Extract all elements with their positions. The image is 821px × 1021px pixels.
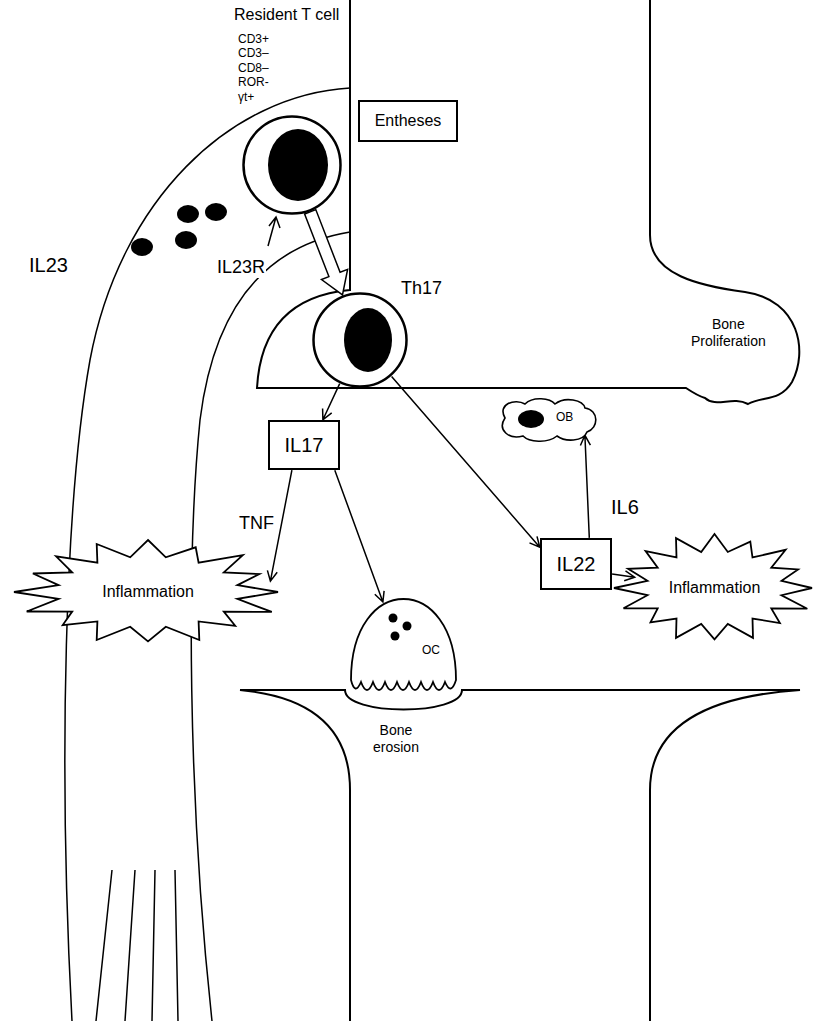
shape-outline xyxy=(345,580,462,705)
cytokine-dot xyxy=(205,203,227,221)
osteoblast-outline xyxy=(502,399,595,442)
burst-label: Inflammation xyxy=(102,583,194,601)
cytokine-box: IL17 xyxy=(268,420,340,470)
edge-label: TNF xyxy=(238,513,275,534)
region-label: Bone erosion xyxy=(372,722,420,756)
marker-list: CD3+ CD3– CD8– ROR-γt+ xyxy=(237,32,270,104)
connector-arrow xyxy=(335,470,384,602)
osteoclast-outline xyxy=(351,599,456,690)
block-arrow xyxy=(305,210,348,295)
th17-cell: Th17 xyxy=(312,292,408,388)
receptor-label: IL23R xyxy=(216,257,266,278)
inflammation-burst: Inflammation xyxy=(12,538,284,646)
cell-nucleus xyxy=(268,129,328,201)
shape-outline xyxy=(242,115,342,215)
cell-nucleus xyxy=(344,308,392,372)
receptor-arrow xyxy=(268,217,280,246)
cell-label: OB xyxy=(555,411,574,425)
burst-outline xyxy=(14,540,278,641)
cell-membrane xyxy=(244,117,341,214)
cytokine-box: IL22 xyxy=(540,538,612,590)
cytokine-dot xyxy=(177,205,199,223)
box-label: Entheses xyxy=(375,112,442,130)
shape-outline xyxy=(312,292,408,388)
lower-bone xyxy=(240,690,800,1021)
box-label: IL22 xyxy=(557,553,596,576)
connector-arrow xyxy=(323,384,340,420)
cell-nucleus xyxy=(389,614,398,623)
t-cell: Resident T cellCD3+ CD3– CD8– ROR-γt+ xyxy=(242,115,342,215)
edge-label: IL6 xyxy=(610,496,640,519)
process-box: Entheses xyxy=(358,100,458,142)
tendon-fibers xyxy=(96,870,178,1021)
cell-nucleus xyxy=(391,632,400,641)
cell-membrane xyxy=(314,294,407,387)
box-label: IL17 xyxy=(285,434,324,457)
cytokine-dot xyxy=(175,231,197,249)
upper-bone xyxy=(257,0,799,404)
inflammation-burst: Inflammation xyxy=(612,532,817,644)
shape-outline xyxy=(495,396,600,442)
osteoblast-cell: OB xyxy=(495,396,600,442)
connector-arrow xyxy=(580,435,590,538)
cell-nucleus xyxy=(403,622,412,631)
cell-label: Resident T cell xyxy=(233,6,340,24)
connector-arrow xyxy=(612,571,635,581)
cell-label: Th17 xyxy=(400,278,443,299)
cell-label: OC xyxy=(421,644,441,658)
burst-outline xyxy=(614,534,812,639)
burst-label: Inflammation xyxy=(669,579,761,597)
region-label: Bone Proliferation xyxy=(690,316,767,350)
cell-nucleus xyxy=(518,410,544,428)
osteoclast-cell: OC xyxy=(345,580,462,705)
cytokine-dot xyxy=(131,238,153,256)
cytokine-label: IL23 xyxy=(28,254,69,277)
